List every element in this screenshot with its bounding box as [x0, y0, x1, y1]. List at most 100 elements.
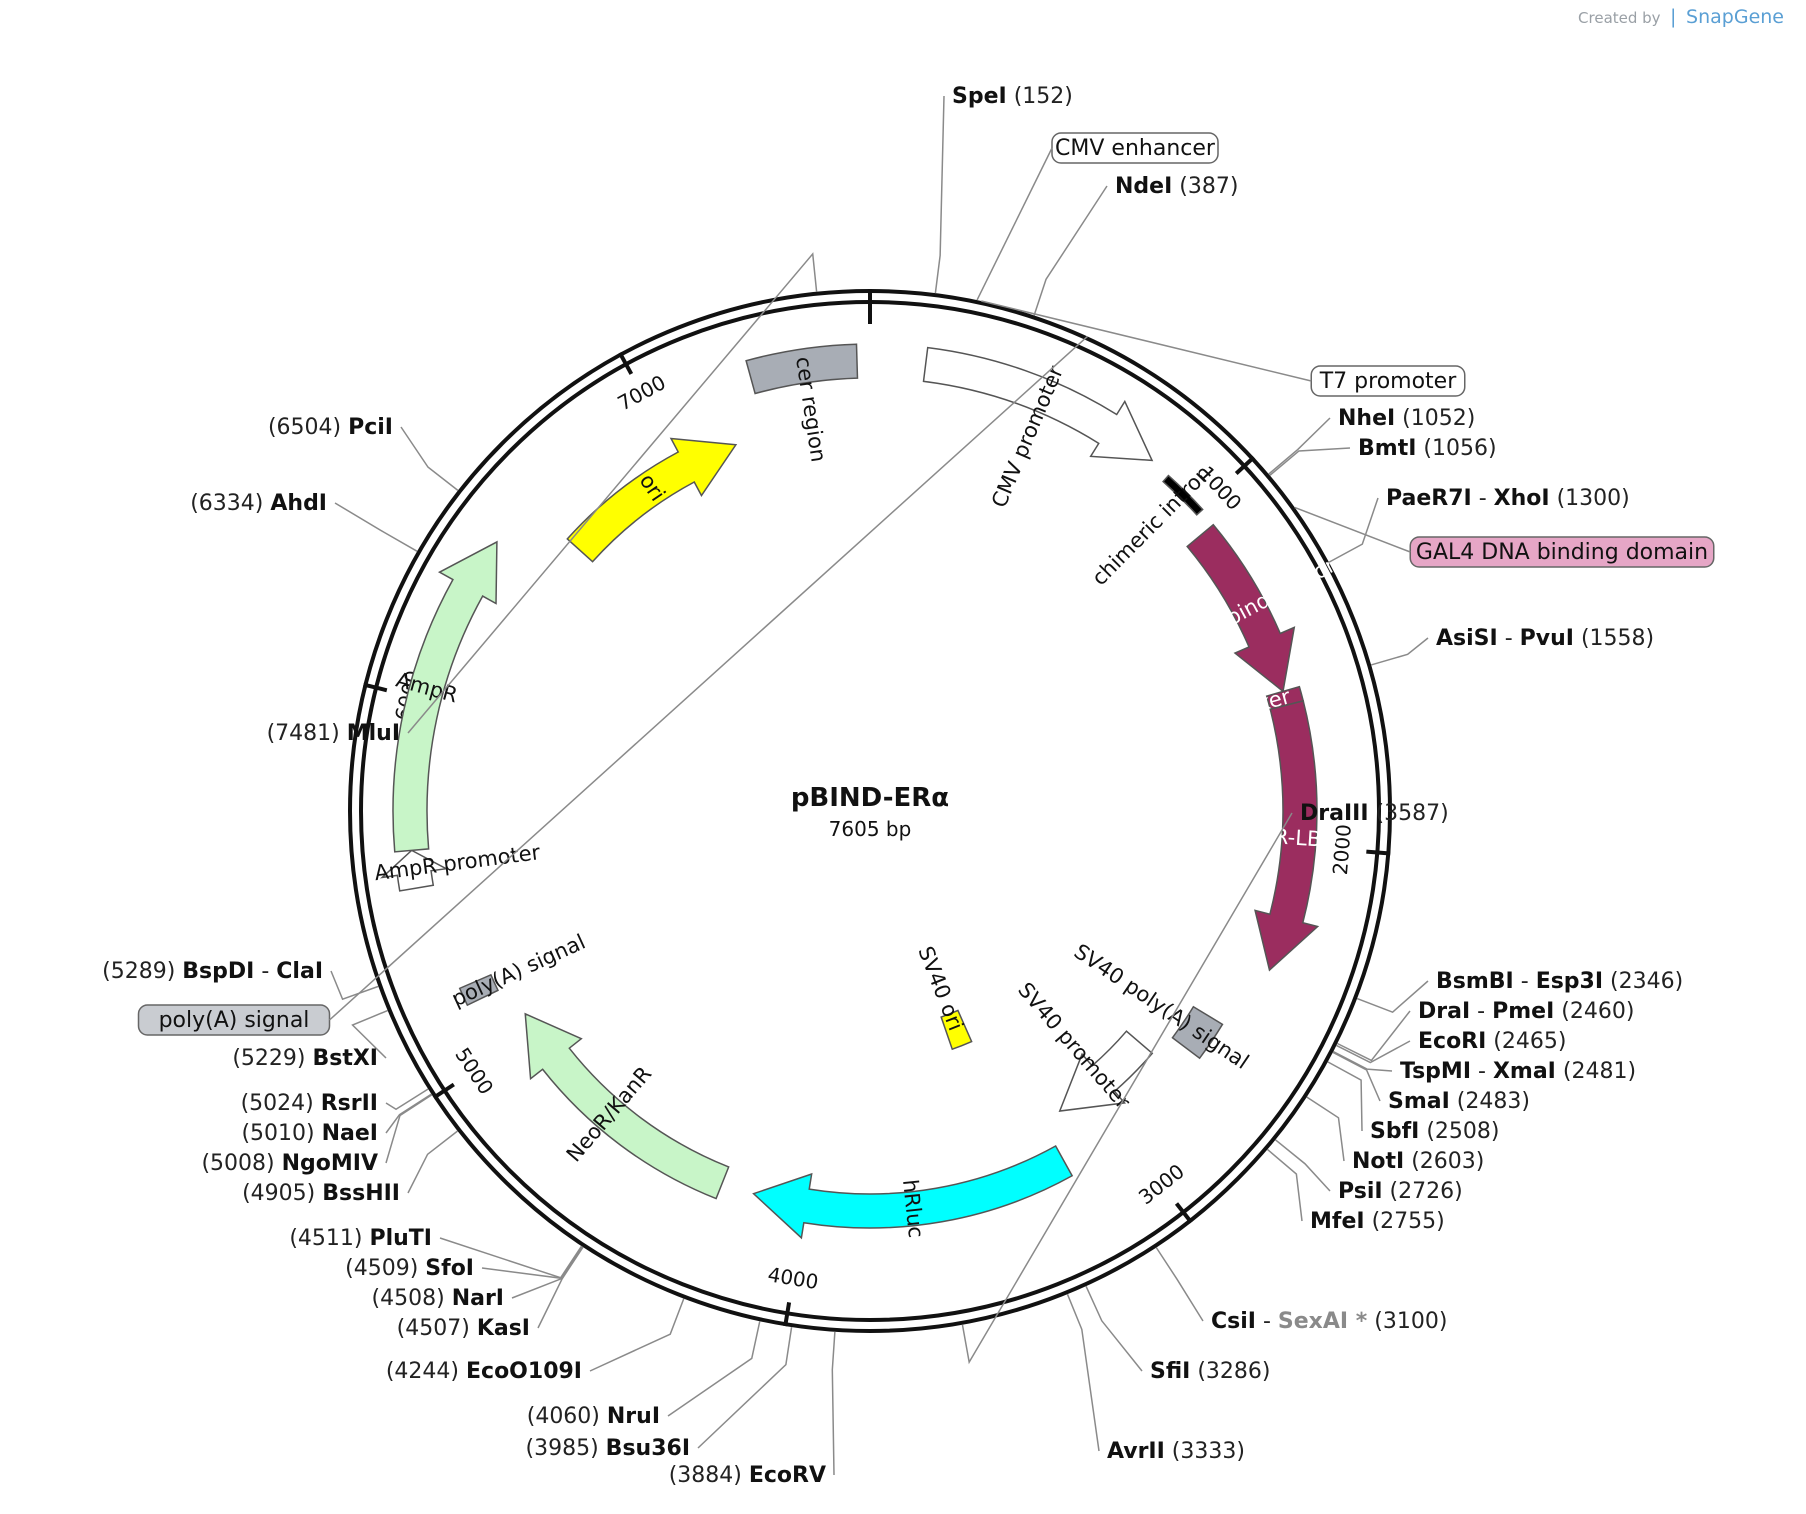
site-label: (4508) NarI — [372, 1286, 504, 1311]
feature-label-hrluc: hRluc — [898, 1178, 928, 1239]
site-mlui: (7481) MluI — [267, 252, 818, 746]
tick-label-5000: 5000 — [450, 1043, 498, 1099]
feature-ampr-promoter — [379, 849, 449, 892]
site-bstxi: (5229) BstXI — [232, 1009, 388, 1071]
svg-text:T7 promoter: T7 promoter — [1319, 369, 1457, 394]
site-label: SmaI (2483) — [1388, 1089, 1530, 1114]
site-ecoo109i: (4244) EcoO109I — [386, 1298, 685, 1384]
svg-text:poly(A) signal: poly(A) signal — [159, 1008, 310, 1033]
site-naei: (5010) NaeI — [241, 1093, 432, 1146]
site-label: NdeI (387) — [1115, 174, 1238, 199]
site-label: AvrII (3333) — [1107, 1439, 1245, 1464]
site-label: (3985) Bsu36I — [526, 1436, 690, 1461]
callout-poly-a-signal: poly(A) signal — [137, 335, 1088, 1036]
site-label: NotI (2603) — [1352, 1149, 1484, 1174]
site-pcii: (6504) PciI — [268, 415, 459, 492]
site-label: BsmBI - Esp3I (2346) — [1436, 969, 1683, 994]
feature-hrluc — [752, 1144, 1074, 1240]
snapgene-logo: ❘ — [1665, 6, 1682, 28]
site-label: (5229) BstXI — [232, 1046, 378, 1071]
site-kasi: (4507) KasI — [397, 1246, 584, 1341]
tick-label-2000: 2000 — [1328, 823, 1356, 876]
site-draiii: DraIII (3587) — [961, 801, 1449, 1365]
site-nhei: NheI (1052) — [1268, 406, 1475, 475]
site-bspdi-clai: (5289) BspDI - ClaI — [102, 959, 379, 1001]
site-label: (5024) RsrII — [241, 1091, 378, 1116]
site-mfei: MfeI (2755) — [1266, 1148, 1445, 1234]
site-label: (4507) KasI — [397, 1316, 530, 1341]
plasmid-size: 7605 bp — [829, 817, 912, 841]
tick-3000 — [1174, 1202, 1193, 1224]
feature-label-poly-a-signal: poly(A) signal — [448, 930, 589, 1012]
site-bsmbi-esp3i: BsmBI - Esp3I (2346) — [1356, 969, 1683, 1014]
credit-brand: SnapGene — [1686, 6, 1784, 28]
svg-text:GAL4 DNA binding domain: GAL4 DNA binding domain — [1416, 540, 1708, 565]
site-pluti: (4511) PluTI — [289, 1226, 583, 1279]
feature-cer-region — [745, 343, 859, 395]
site-label: DraI - PmeI (2460) — [1418, 999, 1634, 1024]
feature-label-sv40-ori: SV40 ori — [913, 943, 968, 1034]
feature-label-er-lbd: ER-LBD — [1260, 823, 1338, 852]
site-tspmi-xmai: TspMI - XmaI (2481) — [1332, 1050, 1636, 1084]
site-label: AsiSI - PvuI (1558) — [1436, 626, 1654, 651]
svg-text:CMV enhancer: CMV enhancer — [1055, 136, 1216, 161]
site-ecorv: (3884) EcoRV — [669, 1331, 836, 1488]
site-label: BmtI (1056) — [1358, 436, 1497, 461]
site-avrii: AvrII (3333) — [1066, 1293, 1245, 1464]
site-label: EcoRI (2465) — [1418, 1029, 1566, 1054]
site-label: PsiI (2726) — [1338, 1179, 1463, 1204]
site-ahdi: (6334) AhdI — [190, 491, 418, 552]
tick-5000 — [432, 1082, 455, 1100]
site-csii-sexai: CsiI - SexAI * (3100) — [1155, 1247, 1447, 1334]
feature-poly-a-signal — [458, 973, 499, 1007]
site-label: (7481) MluI — [267, 721, 400, 746]
site-label: TspMI - XmaI (2481) — [1400, 1059, 1636, 1084]
site-rsrii: (5024) RsrII — [241, 1088, 429, 1116]
site-nari: (4508) NarI — [372, 1246, 584, 1311]
site-label: (5289) BspDI - ClaI — [102, 959, 323, 984]
site-bsu36i: (3985) Bsu36I — [526, 1326, 793, 1461]
site-label: MfeI (2755) — [1310, 1209, 1445, 1234]
tick-4000 — [783, 1302, 792, 1327]
feature-ampr — [392, 540, 498, 853]
feature-ori — [566, 437, 738, 563]
tick-label-7000: 7000 — [614, 370, 670, 415]
site-noti: NotI (2603) — [1306, 1096, 1484, 1174]
site-label: CsiI - SexAI * (3100) — [1211, 1309, 1447, 1334]
site-label: (6334) AhdI — [190, 491, 327, 516]
site-ngomiv: (5008) NgoMIV — [201, 1094, 433, 1176]
feature-label-chimeric-intron: chimeric intron — [1087, 461, 1216, 590]
site-label: SpeI (152) — [952, 84, 1073, 109]
site-sfii: SfiI (3286) — [1085, 1285, 1271, 1384]
callout-t7-promoter: T7 promoter — [981, 300, 1466, 397]
feature-chimeric-intron — [1162, 474, 1204, 516]
restriction-sites: SpeI (152) NdeI (387) NheI (1052) BmtI (105… — [102, 84, 1683, 1488]
tick-6000 — [363, 682, 388, 693]
site-label: NheI (1052) — [1338, 406, 1475, 431]
site-label: (5008) NgoMIV — [201, 1151, 378, 1176]
tick-label-3000: 3000 — [1134, 1159, 1189, 1209]
site-label: PaeR7I - XhoI (1300) — [1386, 486, 1630, 511]
site-smai: SmaI (2483) — [1332, 1051, 1530, 1114]
callout-gal4-dna-binding-domain: GAL4 DNA binding domain — [1294, 506, 1715, 568]
site-label: (4509) SfoI — [345, 1256, 474, 1281]
site-label: DraIII (3587) — [1300, 801, 1449, 826]
site-ndei: NdeI (387) — [1033, 174, 1238, 316]
site-label: SfiI (3286) — [1150, 1359, 1271, 1384]
site-nrui: (4060) NruI — [527, 1321, 761, 1429]
site-psii: PsiI (2726) — [1274, 1139, 1463, 1204]
site-label: (4060) NruI — [527, 1404, 660, 1429]
feature-neor-kanr — [524, 1012, 730, 1200]
site-label: (4511) PluTI — [289, 1226, 432, 1251]
tick-1000 — [1234, 455, 1256, 475]
tick-7000 — [618, 351, 634, 375]
plasmid-name: pBIND-ERα — [791, 783, 949, 813]
site-label: (6504) PciI — [268, 415, 393, 440]
feature-cmv-promoter — [922, 346, 1154, 462]
site-sfoi: (4509) SfoI — [345, 1246, 583, 1281]
site-paer7i-xhoi: PaeR7I - XhoI (1300) — [1328, 486, 1630, 563]
tick-2000 — [1366, 849, 1391, 856]
site-bmti: BmtI (1056) — [1269, 436, 1497, 476]
site-label: SbfI (2508) — [1370, 1119, 1500, 1144]
